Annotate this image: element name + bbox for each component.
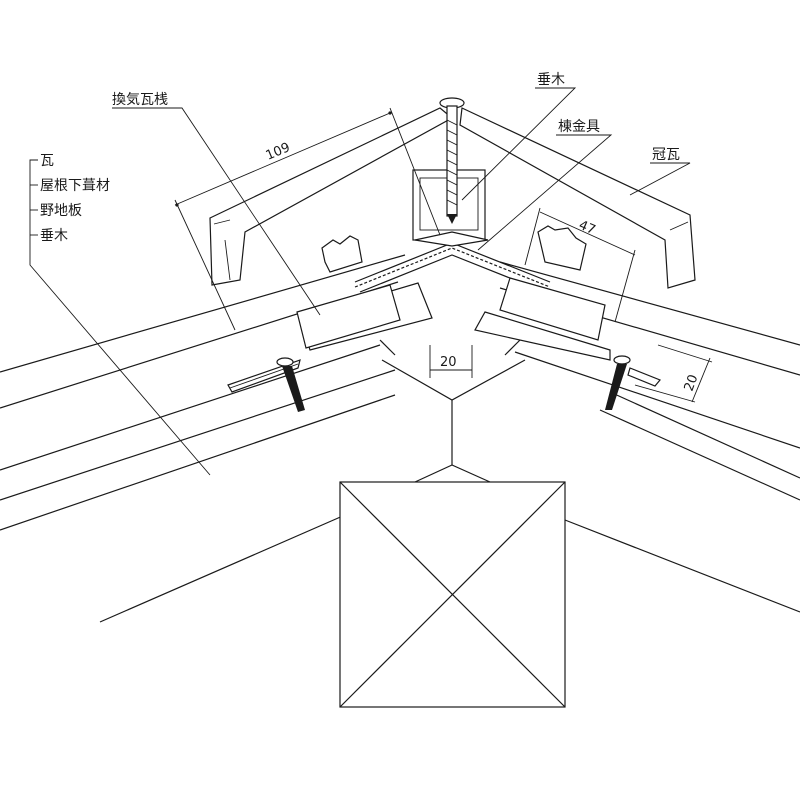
label-rafter-top: 垂木 xyxy=(537,72,565,88)
ridge-beam xyxy=(339,481,566,708)
left-vent-batten xyxy=(296,235,401,349)
leader-lines xyxy=(29,87,691,476)
right-roof-tile xyxy=(474,225,661,387)
ridge-frame xyxy=(379,339,526,483)
label-roof-underlay: 屋根下葺材 xyxy=(40,178,110,194)
dimension-47: 47 xyxy=(524,207,636,323)
right-tile-nail xyxy=(605,355,631,410)
dimension-109: 109 xyxy=(174,107,441,331)
labels: 換気瓦桟 垂木 棟金具 冠瓦 瓦 屋根下葺材 野地板 垂木 xyxy=(40,72,680,244)
dimension-109-label: 109 xyxy=(264,140,293,164)
dimension-20-right: 20 xyxy=(634,344,713,403)
left-roof-layers xyxy=(0,254,406,623)
label-ridge-bracket: 棟金具 xyxy=(558,119,600,135)
dimension-20-right-label: 20 xyxy=(682,373,702,394)
right-roof-layers xyxy=(499,261,800,613)
label-rafter: 垂木 xyxy=(40,228,68,244)
label-crown-tile: 冠瓦 xyxy=(652,147,680,163)
dimension-47-label: 47 xyxy=(576,218,597,238)
dimension-20-center-label: 20 xyxy=(440,355,457,370)
label-sheathing: 野地板 xyxy=(40,203,82,219)
label-tile: 瓦 xyxy=(40,153,54,169)
dimension-20-center: 20 xyxy=(429,345,473,378)
left-crown-tile xyxy=(209,107,454,286)
label-ventilation-batten: 換気瓦桟 xyxy=(112,92,168,108)
ridge-screw xyxy=(439,97,465,224)
left-tile-nail xyxy=(276,357,305,412)
right-crown-tile xyxy=(459,107,696,289)
